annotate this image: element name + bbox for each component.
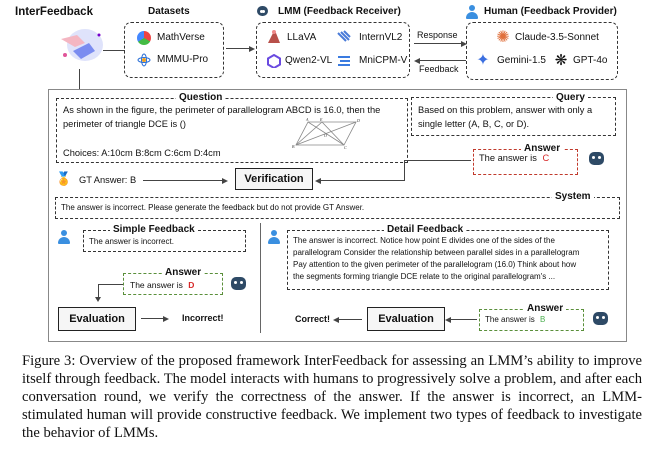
provider-gpt4o: GPT-4o xyxy=(573,55,608,66)
claude-starburst-icon: ✺ xyxy=(496,29,510,46)
response-label: Response xyxy=(417,30,458,40)
query-box xyxy=(411,97,616,136)
model-llava: LLaVA xyxy=(287,32,317,43)
medal-icon: 🏅 xyxy=(55,171,73,186)
question-text-line2: perimeter of triangle DCE is () xyxy=(63,119,186,129)
connector-line xyxy=(404,160,406,180)
figure-label-e: E xyxy=(319,118,323,122)
dataset-mathverse: MathVerse xyxy=(157,32,205,43)
first-answer-letter: C xyxy=(542,153,550,163)
figure-label-b: B xyxy=(292,144,295,149)
detail-result: Correct! xyxy=(295,314,331,324)
person-icon xyxy=(57,230,71,244)
connector-line xyxy=(98,284,123,286)
query-text: Based on this problem, answer with only … xyxy=(418,105,593,129)
gt-answer: GT Answer: B xyxy=(79,175,137,185)
robot-icon xyxy=(589,152,604,165)
human-box: ✺ Claude-3.5-Sonnet ✦ Gemini-1.5 ❋ GPT-4… xyxy=(466,22,618,80)
question-text-line1: As shown in the figure, the perimeter of… xyxy=(63,105,381,115)
detail-answer-letter: B xyxy=(540,315,546,324)
internvl-icon xyxy=(337,30,351,44)
first-answer-text: The answer is C xyxy=(479,151,549,165)
figure-label-o: O xyxy=(324,133,327,138)
question-box xyxy=(56,98,408,163)
verification-box: Verification xyxy=(235,168,313,190)
feedback-label: Feedback xyxy=(419,64,459,74)
simple-result: Incorrect! xyxy=(182,313,224,323)
simple-answer-title: Answer xyxy=(162,267,205,279)
robot-icon xyxy=(257,6,268,16)
figure-label-a: A xyxy=(305,118,309,122)
app-title: InterFeedback xyxy=(15,6,93,18)
model-internvl2: InternVL2 xyxy=(359,32,403,43)
robot-icon xyxy=(231,277,246,290)
datasets-box: MathVerse MMMU-Pro xyxy=(124,22,224,78)
simple-answer-letter: D xyxy=(188,280,195,290)
arrow-to-evaluation xyxy=(445,316,477,324)
system-title: System xyxy=(552,191,594,203)
connector-line xyxy=(98,284,100,298)
detail-feedback-text: The answer is incorrect. Notice how poin… xyxy=(293,235,579,283)
system-box xyxy=(55,197,620,219)
dataset-mmmu-pro: MMMU-Pro xyxy=(157,54,209,65)
mmmu-atom-icon xyxy=(137,53,151,67)
provider-gemini: Gemini-1.5 xyxy=(497,55,546,66)
first-answer-prefix: The answer is xyxy=(479,153,537,163)
parallelogram-figure: A E D O B C xyxy=(292,118,360,150)
person-icon xyxy=(465,5,479,19)
robot-icon xyxy=(593,312,608,325)
model-minicpm-v: MniCPM-V xyxy=(359,55,408,66)
model-qwen2-vl: Qwen2-VL xyxy=(285,55,333,66)
connector-line xyxy=(79,69,81,90)
openai-logo-icon: ❋ xyxy=(554,52,568,69)
arrowhead-down xyxy=(95,297,101,302)
person-icon xyxy=(267,230,281,244)
question-choices: Choices: A:10cm B:8cm C:6cm D:4cm xyxy=(63,148,221,158)
query-title: Query xyxy=(553,92,588,104)
lmm-title: LMM (Feedback Receiver) xyxy=(278,6,401,17)
gemini-sparkle-icon: ✦ xyxy=(476,52,490,69)
simple-evaluation-box: Evaluation xyxy=(58,307,136,331)
simple-feedback-title: Simple Feedback xyxy=(110,224,198,236)
arrow-to-verification xyxy=(315,177,405,185)
connector-line xyxy=(103,50,125,52)
connector-line xyxy=(404,160,471,162)
detail-answer-text: The answer is B xyxy=(485,315,545,324)
panel-divider xyxy=(260,223,262,333)
figure-caption: Figure 3: Overview of the proposed frame… xyxy=(22,353,642,441)
human-title: Human (Feedback Provider) xyxy=(484,6,617,17)
simple-feedback-text: The answer is incorrect. xyxy=(89,237,174,246)
simple-answer-text: The answer is D xyxy=(130,280,194,290)
mathverse-icon xyxy=(137,31,151,45)
figure-label-c: C xyxy=(344,145,347,150)
arrow-gt-to-verification xyxy=(143,177,228,185)
detail-feedback-line: the segments forming triangle DCE relate… xyxy=(293,272,556,281)
handshake-icon xyxy=(55,25,105,69)
lmm-box: LLaVA InternVL2 Qwen2-VL MniCPM-V xyxy=(256,22,410,78)
detail-feedback-line: Pay attention to the given perimeter of … xyxy=(293,260,577,269)
first-answer-title: Answer xyxy=(521,143,564,155)
question-title: Question xyxy=(176,92,226,104)
detail-feedback-line: The answer is incorrect. Notice how poin… xyxy=(293,236,555,245)
system-text: The answer is incorrect. Please generate… xyxy=(61,203,365,212)
arrow-to-incorrect xyxy=(141,315,169,323)
provider-claude: Claude-3.5-Sonnet xyxy=(515,32,599,43)
detail-feedback-line: parallelogram Consider the relationship … xyxy=(293,248,580,257)
arrow-response xyxy=(414,40,467,48)
llava-volcano-icon xyxy=(267,30,281,44)
minicpm-icon xyxy=(337,54,351,68)
detail-answer-title: Answer xyxy=(524,303,567,315)
detail-evaluation-box: Evaluation xyxy=(367,307,445,331)
figure-label-d: D xyxy=(356,118,360,123)
qwen-icon xyxy=(267,54,281,68)
arrow-to-correct xyxy=(333,316,362,324)
datasets-title: Datasets xyxy=(145,6,193,18)
arrow-datasets-to-lmm xyxy=(226,45,255,53)
arrow-feedback xyxy=(414,57,466,65)
detail-answer-prefix: The answer is xyxy=(485,315,535,324)
detail-feedback-title: Detail Feedback xyxy=(384,224,467,236)
main-panel xyxy=(48,89,627,342)
simple-answer-prefix: The answer is xyxy=(130,280,183,290)
